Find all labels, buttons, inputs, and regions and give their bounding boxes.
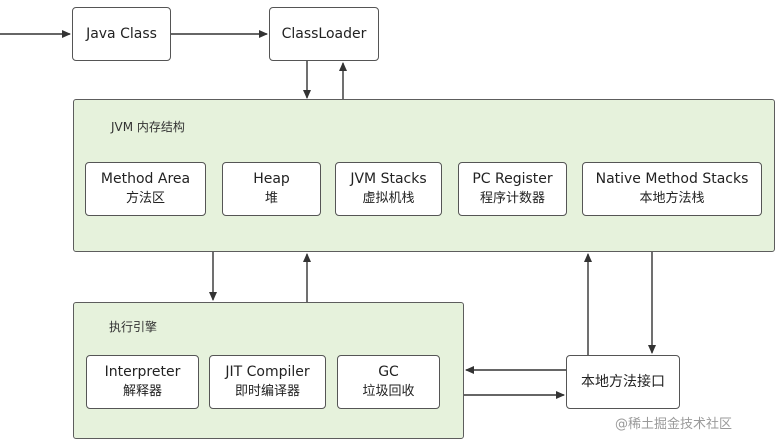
pc-register-label: PC Register <box>472 171 553 187</box>
jit-compiler-box: JIT Compiler 即时编译器 <box>209 355 326 409</box>
jvm-stacks-box: JVM Stacks 虚拟机栈 <box>335 162 442 216</box>
heap-zh-label: 堆 <box>264 191 278 206</box>
jvm-stacks-zh-label: 虚拟机栈 <box>362 191 415 206</box>
java-class-label: Java Class <box>86 26 157 42</box>
gc-box: GC 垃圾回收 <box>337 355 440 409</box>
method-area-label: Method Area <box>100 171 191 187</box>
java-class-box: Java Class <box>72 7 171 61</box>
classloader-label: ClassLoader <box>281 26 367 42</box>
gc-label: GC <box>378 364 399 380</box>
interpreter-zh-label: 解释器 <box>122 384 162 399</box>
jit-compiler-zh-label: 即时编译器 <box>234 384 300 399</box>
native-method-stacks-zh-label: 本地方法栈 <box>639 191 705 206</box>
interpreter-box: Interpreter 解释器 <box>86 355 199 409</box>
interpreter-label: Interpreter <box>104 364 181 380</box>
classloader-box: ClassLoader <box>269 7 379 61</box>
native-method-interface-box: 本地方法接口 <box>566 355 680 409</box>
jit-compiler-label: JIT Compiler <box>225 364 310 380</box>
heap-label: Heap <box>253 171 290 187</box>
execution-engine-title: 执行引擎 <box>109 320 158 334</box>
native-method-stacks-box: Native Method Stacks 本地方法栈 <box>582 162 762 216</box>
native-method-stacks-label: Native Method Stacks <box>595 171 749 187</box>
pc-register-box: PC Register 程序计数器 <box>458 162 567 216</box>
heap-box: Heap 堆 <box>222 162 321 216</box>
method-area-box: Method Area 方法区 <box>85 162 206 216</box>
native-method-interface-label: 本地方法接口 <box>581 374 665 390</box>
jvm-stacks-label: JVM Stacks <box>350 171 427 187</box>
gc-zh-label: 垃圾回收 <box>362 384 415 399</box>
method-area-zh-label: 方法区 <box>125 191 165 206</box>
watermark: @稀土掘金技术社区 <box>615 417 733 432</box>
jvm-memory-title: JVM 内存结构 <box>111 120 185 134</box>
pc-register-zh-label: 程序计数器 <box>479 191 545 206</box>
